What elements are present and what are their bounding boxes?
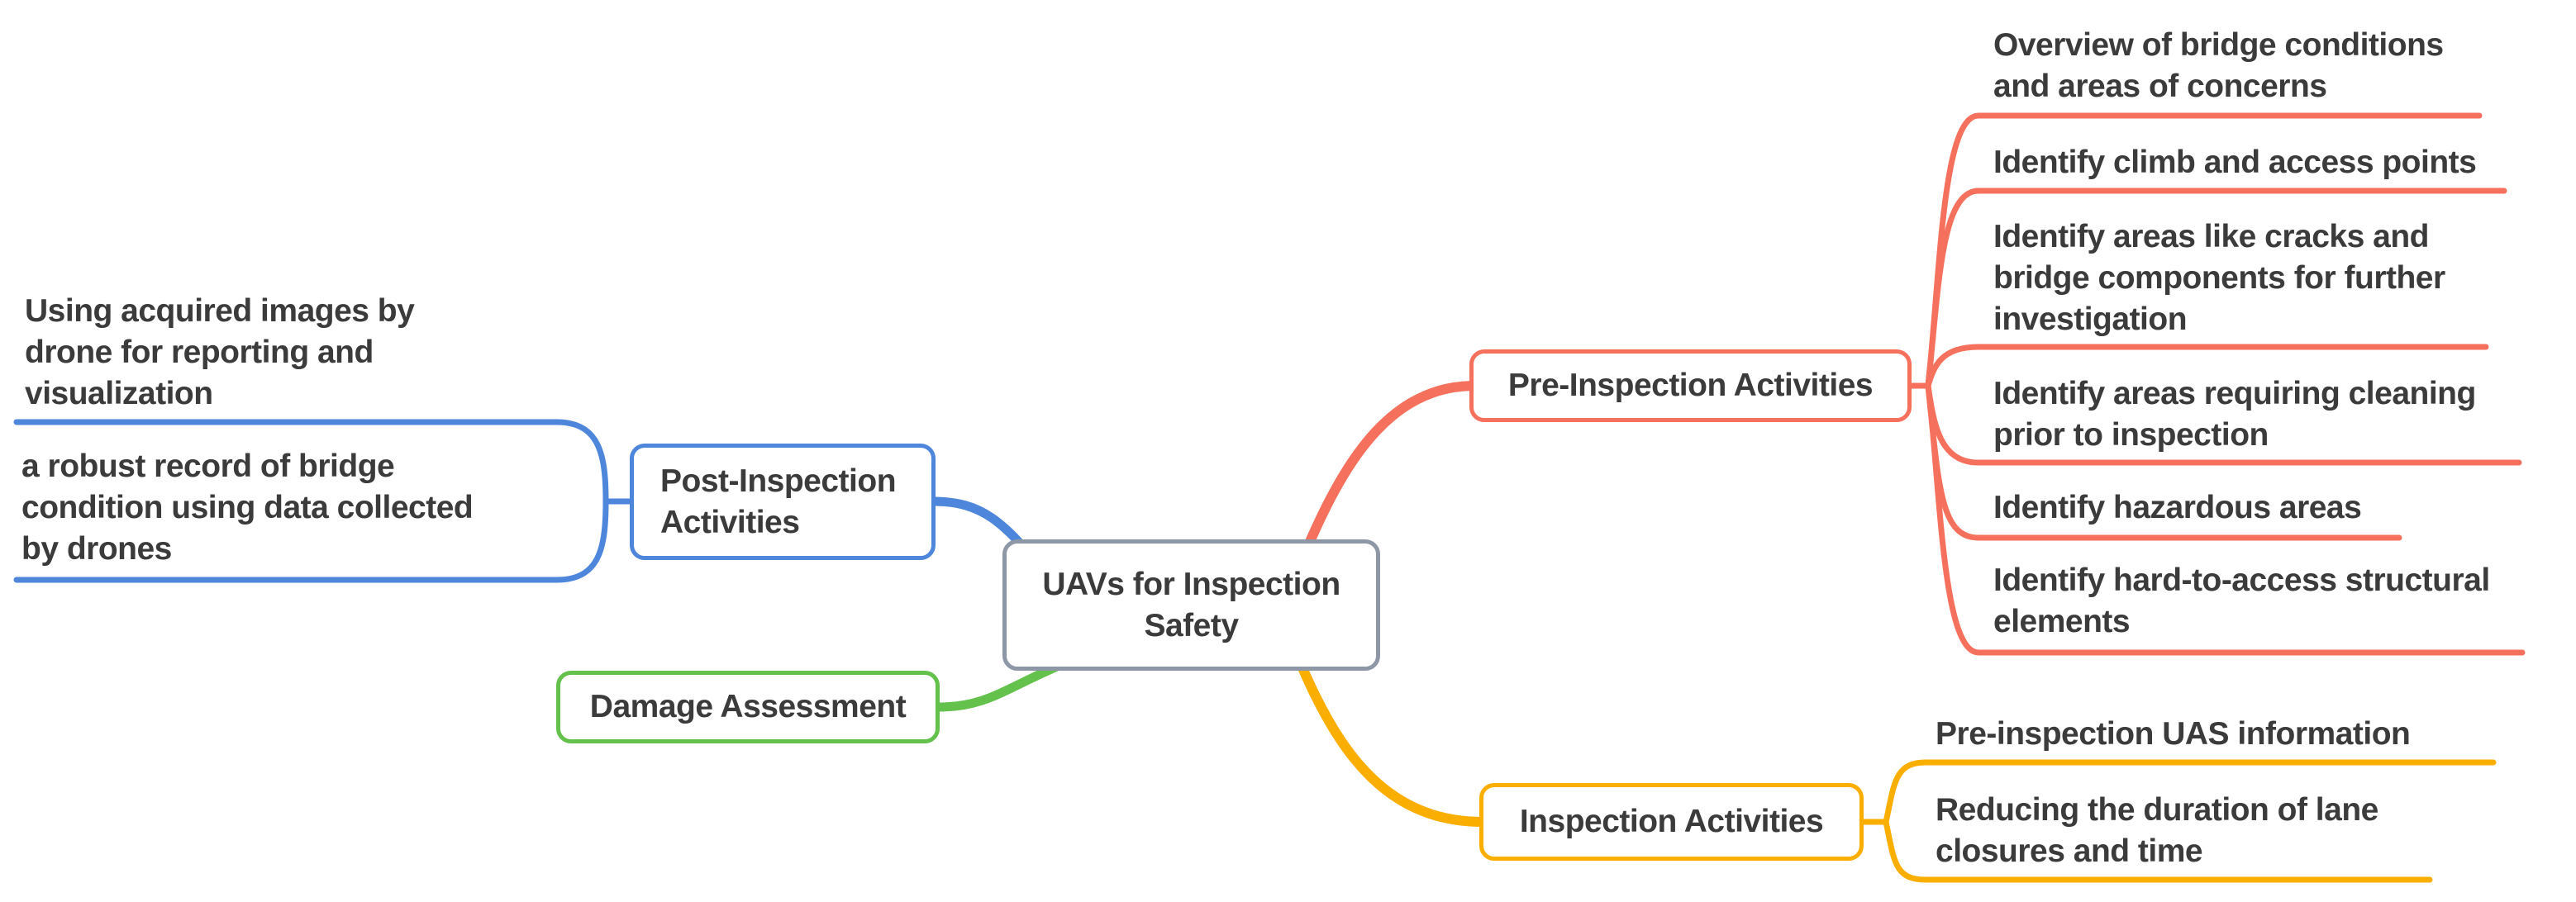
branch-node-inspection-activities[interactable]: Inspection Activities — [1479, 783, 1864, 861]
leaf-node-pre-inspection-5[interactable]: Identify hard-to-access structural eleme… — [1993, 563, 2490, 639]
link-post-inspection-child-0 — [13, 419, 633, 505]
link-pre-inspection-child-1 — [1908, 188, 2507, 389]
leaf-node-pre-inspection-4[interactable]: Identify hazardous areas — [1993, 490, 2362, 525]
leaf-node-inspection-activities-1[interactable]: Reducing the duration of lane closures a… — [1936, 792, 2378, 869]
leaf-node-inspection-activities-0[interactable]: Pre-inspection UAS information — [1936, 716, 2411, 752]
leaf-node-pre-inspection-0[interactable]: Overview of bridge conditions and areas … — [1993, 27, 2444, 104]
link-inspection-activities-child-0 — [1860, 759, 2497, 825]
branch-node-damage-assessment[interactable]: Damage Assessment — [556, 671, 940, 743]
root-label: UAVs for Inspection Safety — [1042, 566, 1340, 643]
branch-label-damage-assessment: Damage Assessment — [589, 689, 907, 724]
branch-label-post-inspection: Post-Inspection Activities — [660, 463, 897, 540]
link-post-inspection-child-1 — [13, 498, 633, 583]
leaf-node-pre-inspection-2[interactable]: Identify areas like cracks and bridge co… — [1993, 219, 2445, 337]
branch-label-pre-inspection: Pre-Inspection Activities — [1507, 368, 1874, 403]
branch-label-inspection-activities: Inspection Activities — [1519, 804, 1824, 839]
leaf-node-pre-inspection-1[interactable]: Identify climb and access points — [1993, 145, 2477, 180]
link-inspection-activities-child-1 — [1860, 819, 2433, 883]
leaf-node-post-inspection-0[interactable]: Using acquired images by drone for repor… — [25, 293, 415, 411]
leaf-node-post-inspection-1[interactable]: a robust record of bridge condition usin… — [21, 449, 474, 567]
root-node[interactable]: UAVs for Inspection Safety — [1002, 539, 1380, 671]
branch-node-post-inspection[interactable]: Post-Inspection Activities — [630, 444, 936, 560]
link-pre-inspection-child-5 — [1908, 382, 2526, 656]
branch-node-pre-inspection[interactable]: Pre-Inspection Activities — [1469, 349, 1912, 422]
leaf-node-pre-inspection-3[interactable]: Identify areas requiring cleaning prior … — [1993, 376, 2476, 453]
